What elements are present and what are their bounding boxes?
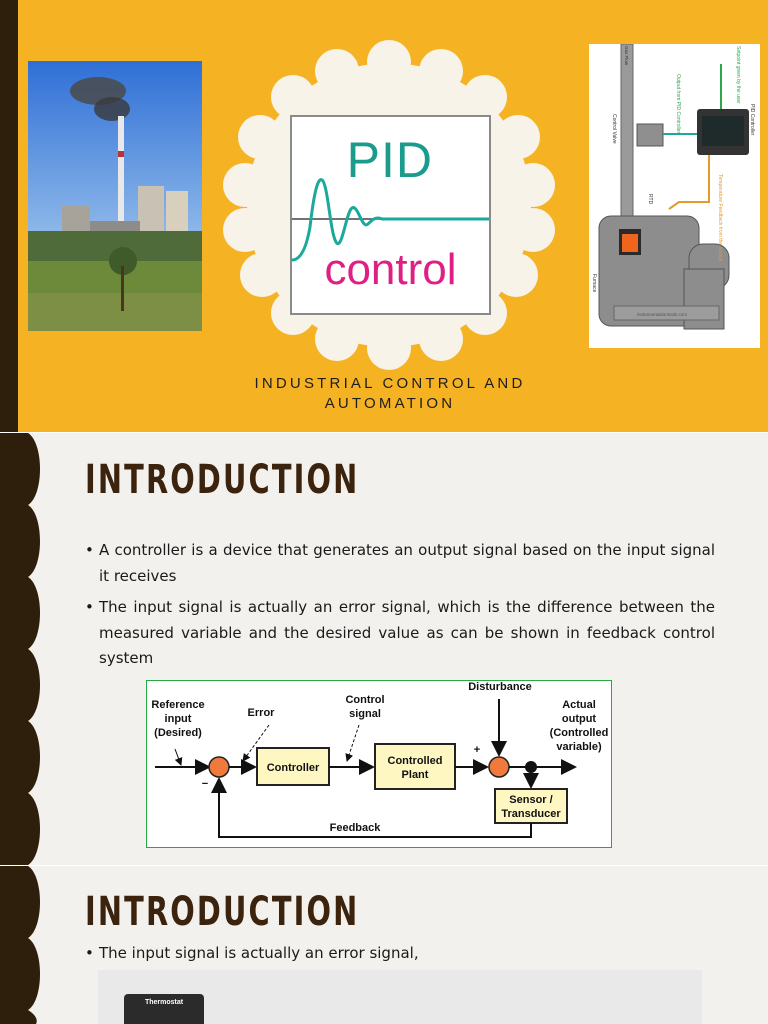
logo-subtitle: control (324, 245, 457, 294)
sensor-label-1: Sensor / (509, 794, 552, 806)
slide-accent-bar (0, 0, 18, 432)
control-signal-label-2: signal (349, 708, 381, 720)
reference-input-label-3: (Desired) (154, 727, 202, 739)
furnace-label-output: Output from PID Controller (675, 74, 681, 134)
introduction-slide-2: INTRODUCTION The input signal is actuall… (0, 866, 768, 1024)
bullet-item: The input signal is actually an error si… (85, 595, 715, 672)
actual-output-label-4: variable) (556, 741, 602, 753)
furnace-label-watermark: instrumentationtools.com (637, 312, 687, 317)
furnace-label-feedback: Temperature Feedback from the source (717, 174, 723, 262)
furnace-label-gas-flow: Gas Flow (624, 46, 629, 66)
industrial-plant-photo (28, 61, 202, 331)
disturbance-label: Disturbance (468, 681, 532, 693)
logo-title: PID (346, 132, 433, 188)
furnace-control-illustration: Output from PID Controller Setpoint give… (589, 43, 760, 348)
error-label: Error (248, 707, 276, 719)
bullet-list: A controller is a device that generates … (85, 538, 715, 678)
bullet-item: The input signal is actually an error si… (85, 941, 715, 967)
furnace-label-pid-controller: PID Controller (749, 104, 755, 136)
reference-input-label-1: Reference (151, 699, 204, 711)
error-summing-junction (208, 756, 230, 778)
pid-logo-box: PID control (290, 115, 491, 315)
thermostat-device: Thermostat (124, 994, 204, 1024)
feedback-label: Feedback (330, 822, 382, 834)
reference-input-label-2: input (165, 713, 192, 725)
plus-sign: + (474, 744, 480, 756)
controlled-plant-label-1: Controlled (388, 755, 443, 767)
furnace-label-setpoint: Setpoint given by the user (735, 46, 741, 104)
minus-sign: − (202, 778, 208, 790)
actual-output-label-2: output (562, 713, 597, 725)
title-slide: PID control Output from PID Controller S… (0, 0, 768, 432)
scalloped-side-border (0, 433, 40, 865)
controller-label: Controller (267, 762, 320, 774)
slide-heading: INTRODUCTION (85, 457, 360, 503)
scalloped-side-border (0, 866, 40, 1024)
feedback-control-diagram: Reference input (Desired) Error Control … (146, 680, 612, 848)
subtitle-line-2: AUTOMATION (324, 395, 456, 412)
furnace-label-rtd: RTD (647, 194, 653, 205)
subtitle-line-1: INDUSTRIAL CONTROL AND (254, 375, 526, 392)
bullet-list: The input signal is actually an error si… (85, 941, 715, 973)
slide-subtitle: INDUSTRIAL CONTROL AND AUTOMATION (180, 374, 600, 414)
controller-block (256, 747, 330, 786)
control-signal-label-1: Control (345, 694, 384, 706)
step-response-wave (292, 178, 489, 262)
controlled-plant-block (374, 743, 456, 790)
introduction-slide-1: INTRODUCTION A controller is a device th… (0, 433, 768, 865)
slide-heading: INTRODUCTION (85, 889, 360, 935)
thermostat-label: Thermostat (144, 999, 184, 1006)
furnace-label-furnace: Furnace (591, 274, 597, 293)
disturbance-summing-junction (488, 756, 510, 778)
controlled-plant-label-2: Plant (402, 769, 429, 781)
actual-output-label-3: (Controlled (550, 727, 609, 739)
actual-output-label-1: Actual (562, 699, 596, 711)
sensor-block (494, 788, 568, 824)
bullet-item: A controller is a device that generates … (85, 538, 715, 589)
sensor-label-2: Transducer (501, 808, 561, 820)
furnace-label-control-valve: Control Valve (611, 114, 617, 144)
